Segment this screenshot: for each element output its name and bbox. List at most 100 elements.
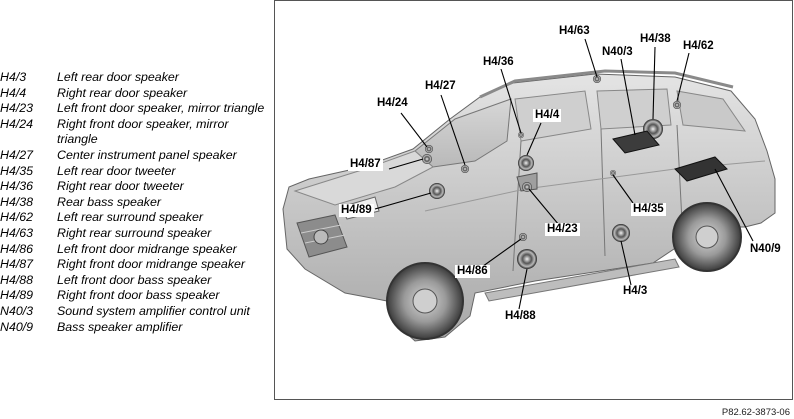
callout-h4-27: H4/27: [423, 80, 458, 93]
leader-h4-86: [478, 238, 522, 270]
leader-h4-35: [612, 174, 634, 204]
callout-h4-38: H4/38: [638, 33, 673, 46]
legend-row-h4-89: H4/89 Right front door bass speaker: [0, 288, 268, 304]
legend-desc: Right rear door speaker: [57, 85, 188, 100]
legend-code: H4/38: [0, 194, 34, 209]
amplifier-n40-3: [612, 130, 660, 154]
door-line-rear: [600, 128, 606, 257]
callout-h4-89: H4/89: [339, 204, 374, 217]
legend-row-n40-9: N40/9 Bass speaker amplifier: [0, 320, 268, 336]
vehicle-illustration: [282, 38, 776, 342]
callout-h4-4: H4/4: [533, 109, 562, 122]
legend-row-h4-63: H4/63 Right rear surround speaker: [0, 226, 268, 242]
legend-desc: Left rear door speaker: [57, 70, 179, 84]
speaker-h4-89: [429, 183, 445, 199]
legend-code: H4/87: [0, 257, 34, 272]
legend-code: H4/23: [0, 101, 34, 116]
legend-row-h4-86: H4/86 Left front door midrange speaker: [0, 242, 268, 258]
figure-reference-number: P82.62-3873-06: [721, 407, 790, 418]
vehicle-speaker-diagram: H4/63 H4/38 N40/3 H4/62 H4/36 H4/27 H4/2…: [274, 0, 793, 400]
legend-desc: Right front door speaker, mirror triangl…: [57, 116, 229, 147]
speaker-h4-4: [518, 155, 534, 171]
legend-row-h4-87: H4/87 Right front door midrange speaker: [0, 257, 268, 273]
callout-h4-87: H4/87: [348, 158, 383, 171]
legend-desc: Right rear surround speaker: [57, 225, 212, 240]
speaker-h4-88: [517, 249, 537, 269]
leader-n40-9: [714, 168, 754, 242]
leader-h4-27: [440, 94, 466, 166]
callout-h4-3: H4/3: [621, 285, 650, 298]
legend-code: H4/62: [0, 210, 34, 225]
callout-h4-63: H4/63: [557, 25, 592, 38]
legend-desc: Rear bass speaker: [57, 194, 161, 209]
speaker-h4-62: [673, 101, 681, 109]
amplifier-n40-9: [674, 156, 728, 182]
legend-code: H4/4: [0, 85, 27, 100]
legend-code: H4/86: [0, 241, 34, 256]
legend-desc: Right front door bass speaker: [57, 288, 220, 303]
leader-h4-89: [374, 192, 432, 210]
leader-h4-88: [518, 268, 528, 310]
legend-row-h4-27: H4/27 Center instrument panel speaker: [0, 148, 268, 164]
legend-desc: Left front door midrange speaker: [57, 241, 237, 256]
legend-desc: Center instrument panel speaker: [57, 147, 237, 162]
speaker-h4-87: [422, 154, 432, 164]
leader-h4-62: [676, 52, 690, 102]
leader-h4-36: [500, 68, 522, 134]
legend-row-h4-62: H4/62 Left rear surround speaker: [0, 210, 268, 226]
legend-row-n40-3: N40/3 Sound system amplifier control unit: [0, 304, 268, 320]
speaker-h4-63: [593, 75, 601, 83]
legend-code: H4/24: [0, 116, 34, 131]
callout-n40-9: N40/9: [748, 243, 783, 256]
legend-code: N40/3: [0, 303, 34, 318]
leader-h4-23: [528, 188, 560, 226]
leader-h4-38: [652, 46, 656, 120]
speaker-h4-27: [461, 165, 469, 173]
leader-n40-3: [620, 58, 636, 136]
callout-h4-23: H4/23: [545, 223, 580, 236]
brand-emblem-icon: [313, 229, 329, 245]
legend-code: N40/9: [0, 319, 34, 334]
legend-desc: Right front door midrange speaker: [57, 257, 246, 272]
leader-h4-63: [584, 38, 598, 78]
leader-h4-87: [388, 158, 424, 170]
speaker-h4-3: [612, 224, 630, 242]
legend-desc: Left rear door tweeter: [57, 163, 176, 178]
callout-h4-24: H4/24: [375, 97, 410, 110]
grille-bar: [300, 224, 342, 234]
legend-code: H4/88: [0, 272, 34, 287]
legend-code: H4/63: [0, 225, 34, 240]
legend-row-h4-88: H4/88 Left front door bass speaker: [0, 273, 268, 289]
legend-code: H4/89: [0, 288, 34, 303]
callout-h4-88: H4/88: [503, 310, 538, 323]
legend-code: H4/3: [0, 70, 27, 84]
callout-h4-35: H4/35: [631, 203, 666, 216]
callout-h4-86: H4/86: [455, 265, 490, 278]
legend-desc: Left front door bass speaker: [57, 272, 212, 287]
legend-desc: Left rear surround speaker: [57, 210, 204, 225]
legend-desc: Sound system amplifier control unit: [57, 303, 250, 318]
callout-n40-3: N40/3: [600, 46, 635, 59]
leader-lines: [374, 38, 754, 310]
running-board: [484, 258, 680, 302]
front-wheel-hub: [412, 288, 438, 314]
roof-rail: [479, 69, 734, 99]
speaker-h4-36: [518, 132, 524, 138]
rear-side-window: [596, 88, 672, 130]
legend-code: H4/27: [0, 147, 34, 162]
legend-row-h4-24: H4/24 Right front door speaker, mirror tr…: [0, 117, 268, 148]
quarter-window: [676, 90, 747, 132]
leader-h4-24: [400, 112, 428, 148]
legend-row-h4-3: H4/3 Left rear door speaker: [0, 70, 268, 86]
callout-h4-62: H4/62: [681, 40, 716, 53]
legend-desc: Bass speaker amplifier: [57, 319, 183, 334]
speaker-h4-35: [610, 170, 616, 176]
rear-wheel-hub: [695, 225, 719, 249]
legend-row-h4-4: H4/4 Right rear door speaker: [0, 86, 268, 102]
leader-h4-3: [620, 240, 632, 286]
leader-h4-4: [526, 122, 542, 156]
